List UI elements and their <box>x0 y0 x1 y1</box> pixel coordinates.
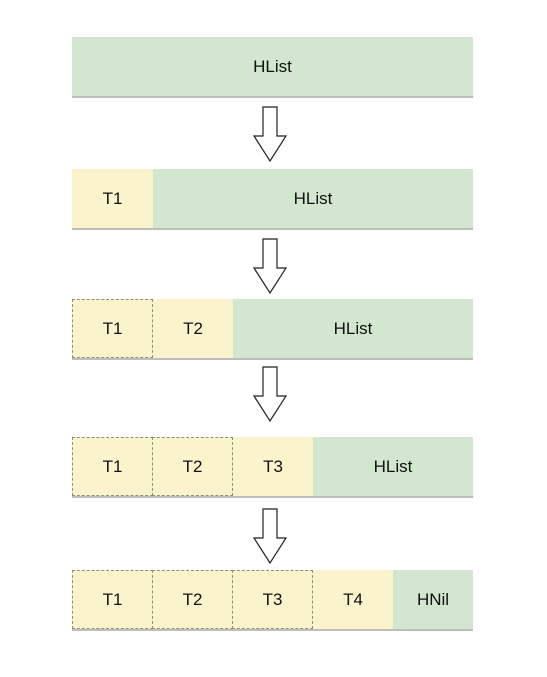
cell-label: T4 <box>343 589 363 609</box>
row-1: HList <box>72 37 473 98</box>
row-shadow <box>72 228 473 230</box>
row-shadow <box>72 629 473 631</box>
cell-label: HList <box>253 56 292 76</box>
cell-label: T1 <box>102 318 123 338</box>
row-2: T1 HList <box>72 169 473 230</box>
row-shadow <box>72 358 473 360</box>
cell-label: T2 <box>182 589 203 609</box>
cell-label: HList <box>333 318 373 338</box>
type-block-t1: T1 <box>72 299 153 358</box>
hlist-block: HList <box>153 169 473 228</box>
down-arrow-icon <box>253 366 287 422</box>
hlist-block: HList <box>233 299 473 358</box>
type-block-t2: T2 <box>153 299 233 358</box>
hnil-block: HNil <box>393 570 473 629</box>
type-block-t1: T1 <box>72 570 153 629</box>
row-shadow <box>72 96 473 98</box>
down-arrow-icon <box>253 508 287 564</box>
cell-label: T3 <box>263 456 283 476</box>
row-5: T1 T2 T3 T4 HNil <box>72 570 473 631</box>
cell-label: T2 <box>183 318 203 338</box>
cell-label: T1 <box>102 188 123 208</box>
type-block-t1: T1 <box>72 437 153 496</box>
down-arrow-icon <box>253 106 287 162</box>
row-4: T1 T2 T3 HList <box>72 437 473 498</box>
type-block-t2: T2 <box>152 437 233 496</box>
row-3: T1 T2 HList <box>72 299 473 360</box>
row-shadow <box>72 496 473 498</box>
hlist-block: HList <box>72 37 473 96</box>
type-block-t2: T2 <box>152 570 233 629</box>
cell-label: T1 <box>102 456 123 476</box>
cell-label: HList <box>293 188 333 208</box>
cell-label: T2 <box>182 456 203 476</box>
type-block-t1: T1 <box>72 169 153 228</box>
hlist-block: HList <box>313 437 473 496</box>
cell-label: HList <box>373 456 413 476</box>
cell-label: T1 <box>102 589 123 609</box>
cell-label: T3 <box>262 589 283 609</box>
down-arrow-icon <box>253 238 287 294</box>
type-block-t4: T4 <box>313 570 393 629</box>
type-block-t3: T3 <box>232 570 313 629</box>
type-block-t3: T3 <box>233 437 313 496</box>
cell-label: HNil <box>416 589 450 609</box>
